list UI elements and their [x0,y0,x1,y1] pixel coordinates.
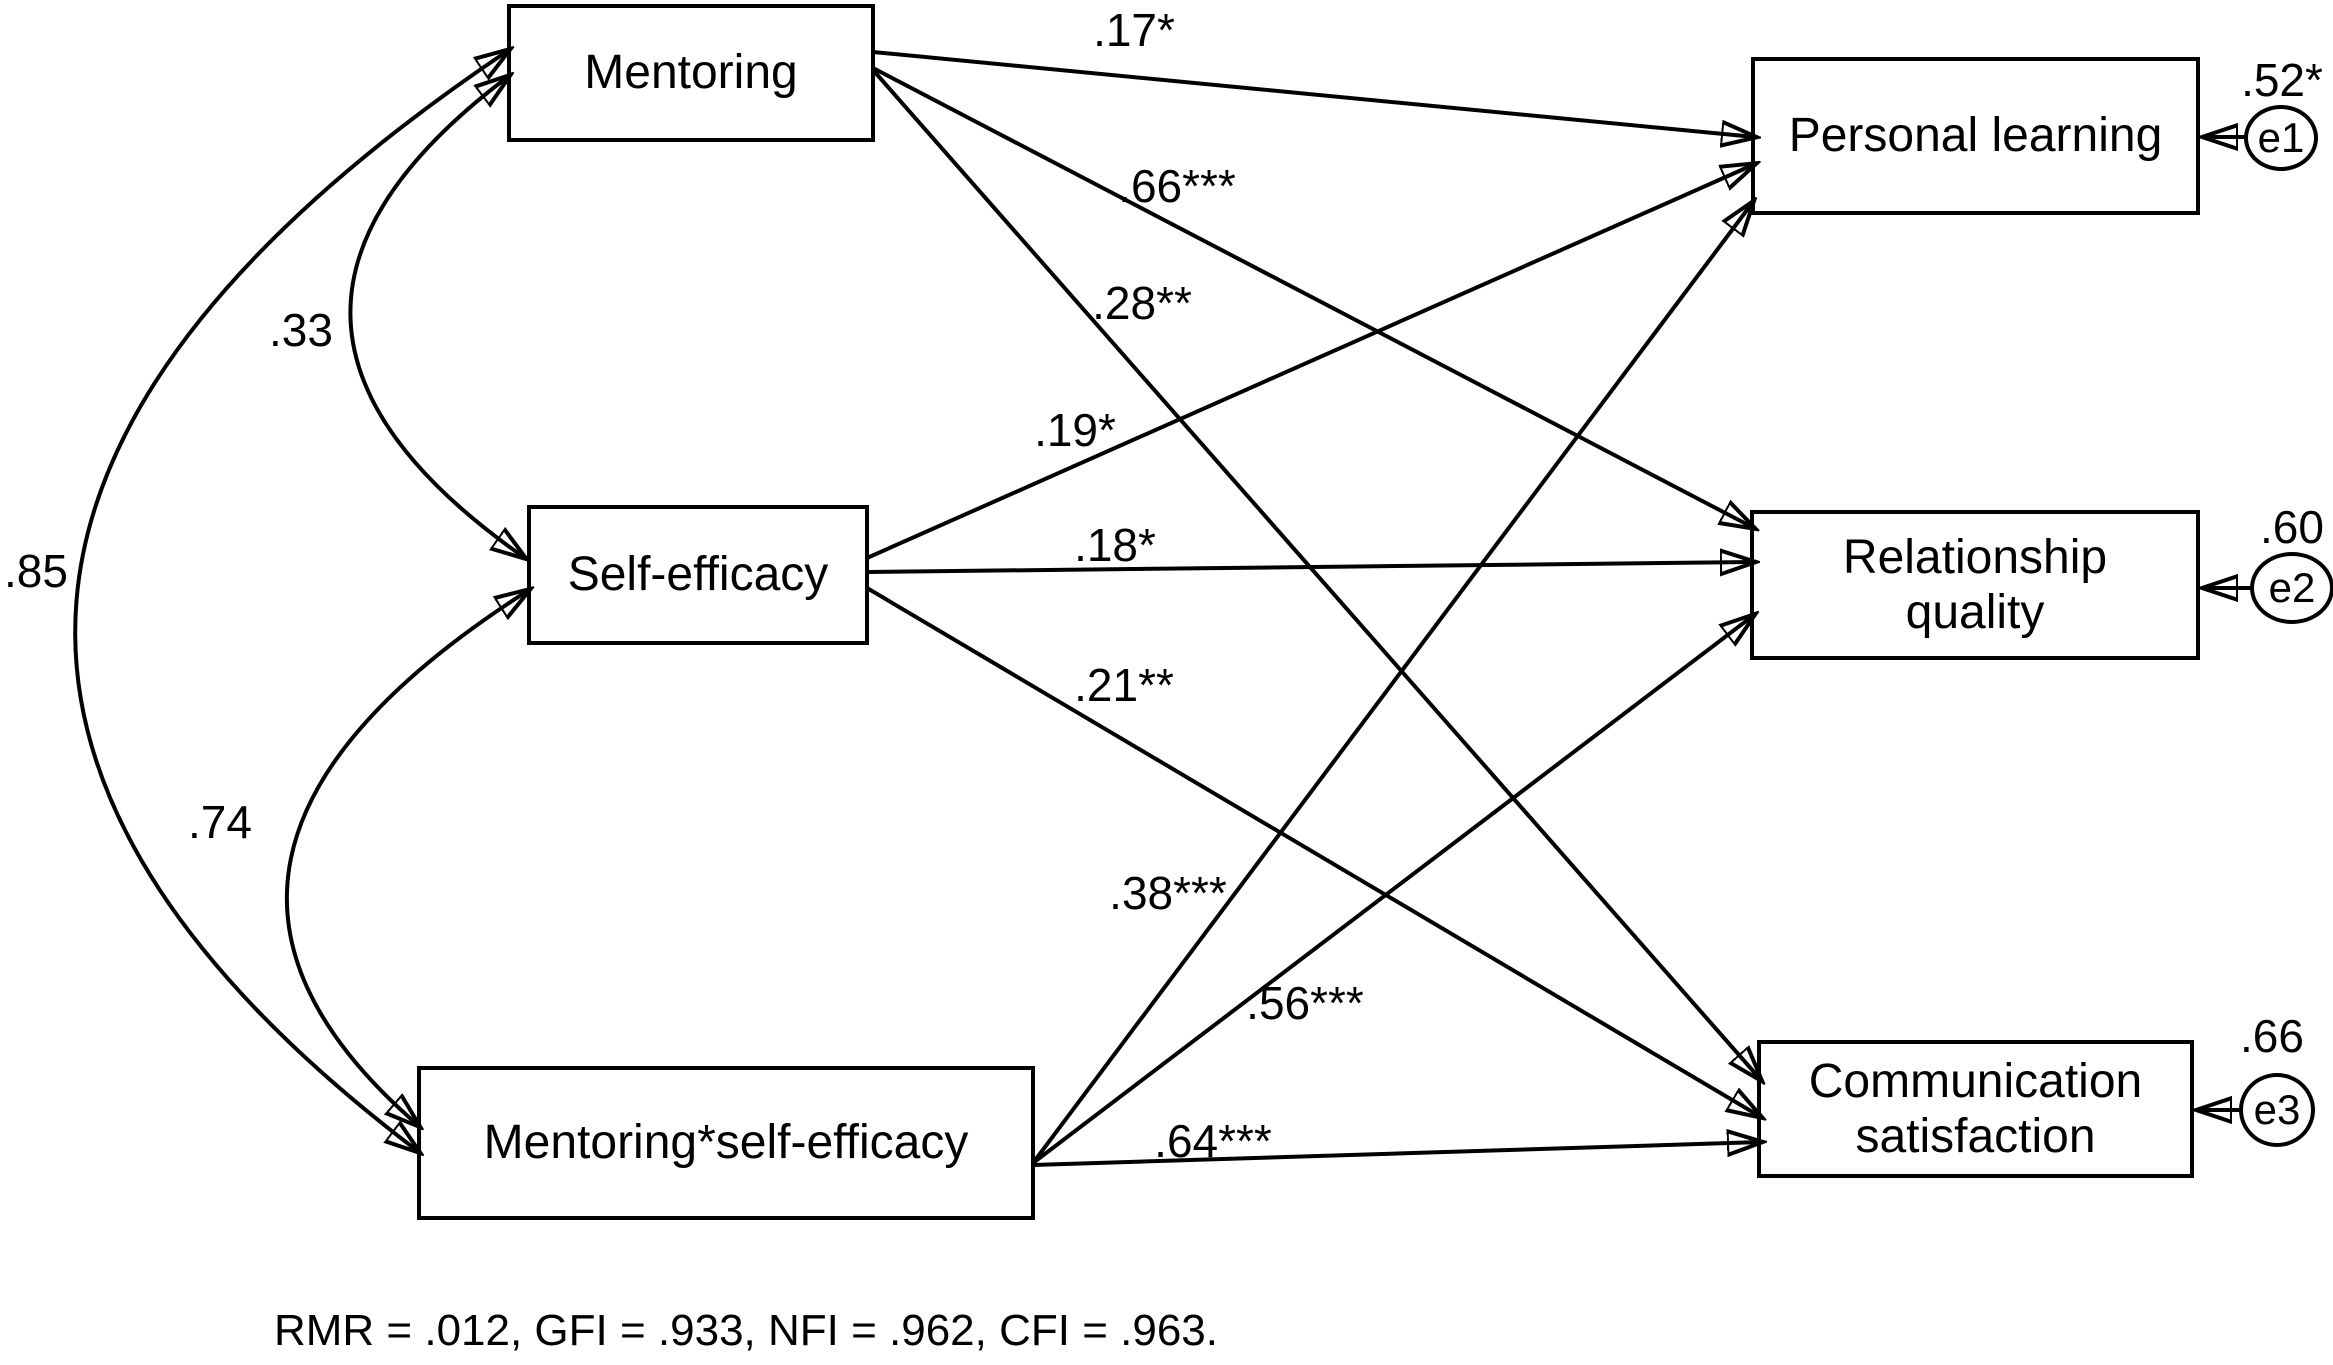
personal-learning-box: Personal learning [1751,57,2200,215]
coefficient-self-efficacy-communication-satisfaction: .21** [1074,659,1174,711]
coefficient-interaction-communication-satisfaction: .64*** [1154,1115,1272,1167]
covariance-value-self-efficacy-interaction: .74 [188,796,252,848]
self-efficacy-label: Self-efficacy [567,548,829,602]
e2-label: e2 [2268,564,2316,611]
e1-label: e1 [2257,114,2305,161]
covariance-mentoring-interaction [73,50,509,1152]
covariance-value-mentoring-self-efficacy: .33 [269,304,333,356]
relationship-quality-label: Relationship quality [1842,530,2108,639]
e2-variance-value: .60 [2260,501,2324,553]
communication-satisfaction-box: Communication satisfaction [1757,1040,2194,1178]
personal-learning-label: Personal learning [1788,109,2163,163]
path-mentoring-to-communication-satisfaction [871,68,1761,1080]
coefficient-interaction-relationship-quality: .56*** [1246,977,1364,1029]
model-fit-note: RMR = .012, GFI = .933, NFI = .962, CFI … [274,1306,1218,1355]
coefficient-self-efficacy-relationship-quality: .18* [1074,519,1156,571]
e3-variance-value: .66 [2240,1010,2304,1062]
path-interaction-to-communication-satisfaction [1032,1142,1761,1167]
mentoring-box: Mentoring [507,4,875,142]
covariance-value-mentoring-interaction: .85 [4,545,68,597]
communication-satisfaction-label: Communication satisfaction [1808,1054,2143,1163]
coefficient-interaction-personal-learning: .38*** [1109,867,1227,919]
e3-label: e3 [2253,1086,2301,1133]
self-efficacy-box: Self-efficacy [527,505,869,645]
coefficient-mentoring-personal-learning: .17* [1093,4,1175,56]
error-term-e1: e1 [2244,105,2318,171]
interaction-box: Mentoring*self-efficacy [417,1066,1035,1220]
coefficient-self-efficacy-personal-learning: .19* [1034,404,1116,456]
path-mentoring-to-relationship-quality [872,66,1754,528]
mentoring-label: Mentoring [584,46,798,100]
e1-variance-value: .52* [2241,54,2323,106]
covariance-mentoring-self-efficacy [348,76,525,558]
error-term-e3: e3 [2239,1073,2315,1147]
relationship-quality-box: Relationship quality [1750,510,2200,660]
path-mentoring-to-personal-learning [872,50,1755,137]
interaction-label: Mentoring*self-efficacy [483,1116,969,1170]
error-term-e2: e2 [2250,552,2333,624]
path-self-efficacy-to-relationship-quality [866,562,1754,572]
coefficient-mentoring-communication-satisfaction: .28** [1092,277,1192,329]
covariance-self-efficacy-interaction [284,590,529,1126]
path-self-efficacy-to-personal-learning [866,164,1755,560]
path-self-efficacy-to-communication-satisfaction [865,586,1761,1117]
coefficient-mentoring-relationship-quality: .66*** [1118,160,1236,212]
